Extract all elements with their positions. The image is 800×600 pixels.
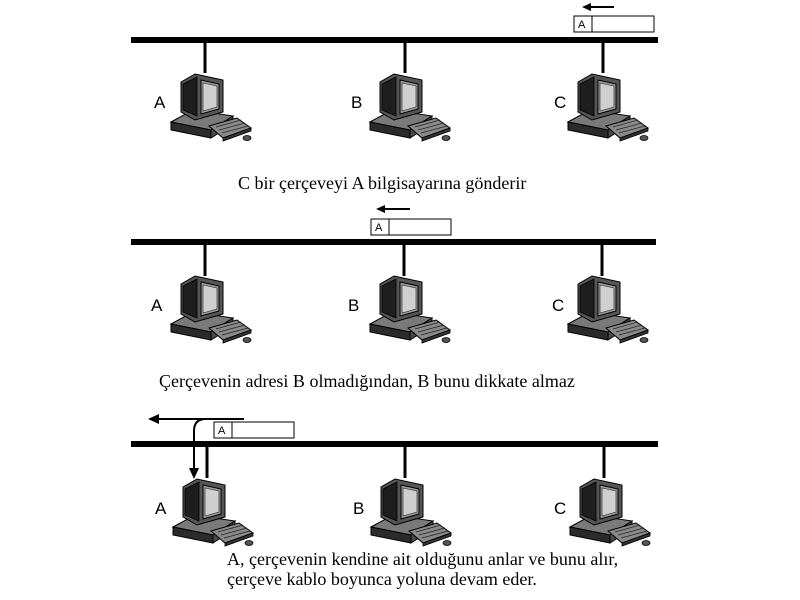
frame: A [370, 218, 452, 236]
computer-label-a: A [151, 296, 163, 315]
caption-panel-1: C bir çerçeveyi A bilgisayarına gönderir [238, 173, 527, 193]
computer-label-a: A [155, 499, 167, 518]
computer-label-b: B [353, 499, 364, 518]
caption-panel-3-line-2: çerçeve kablo boyunca yoluna devam eder. [227, 569, 537, 589]
frame: A [573, 15, 655, 33]
computer-icon [170, 275, 252, 344]
computer-icon [369, 275, 451, 344]
computer-label-b: B [348, 296, 359, 315]
left-arrow-icon [582, 3, 614, 11]
computer-icon [170, 73, 252, 142]
computer-label-c: C [552, 296, 564, 315]
computer-label-c: C [554, 499, 566, 518]
frame-address-label: A [375, 222, 383, 234]
computer-icon [567, 275, 649, 344]
frame-address-label: A [578, 19, 586, 31]
down-arrow-icon [189, 418, 207, 479]
computer-icon [569, 478, 651, 547]
computer-label-b: B [351, 93, 362, 112]
computer-label-a: A [154, 93, 166, 112]
computer-icon [369, 73, 451, 142]
computer-icon [370, 478, 452, 547]
frame: A [213, 421, 295, 439]
left-arrow-icon [376, 205, 410, 213]
computer-icon [172, 478, 254, 547]
panel-1: A B C A [131, 3, 658, 142]
panel-3: A B C A [131, 414, 658, 547]
computer-label-c: C [554, 93, 566, 112]
panel-2: A B C A [131, 205, 656, 344]
frame-address-label: A [218, 425, 226, 437]
caption-panel-3-line-1: A, çerçevenin kendine ait olduğunu anlar… [227, 549, 619, 569]
computer-icon [567, 73, 649, 142]
caption-panel-2: Çerçevenin adresi B olmadığından, B bunu… [159, 371, 575, 391]
